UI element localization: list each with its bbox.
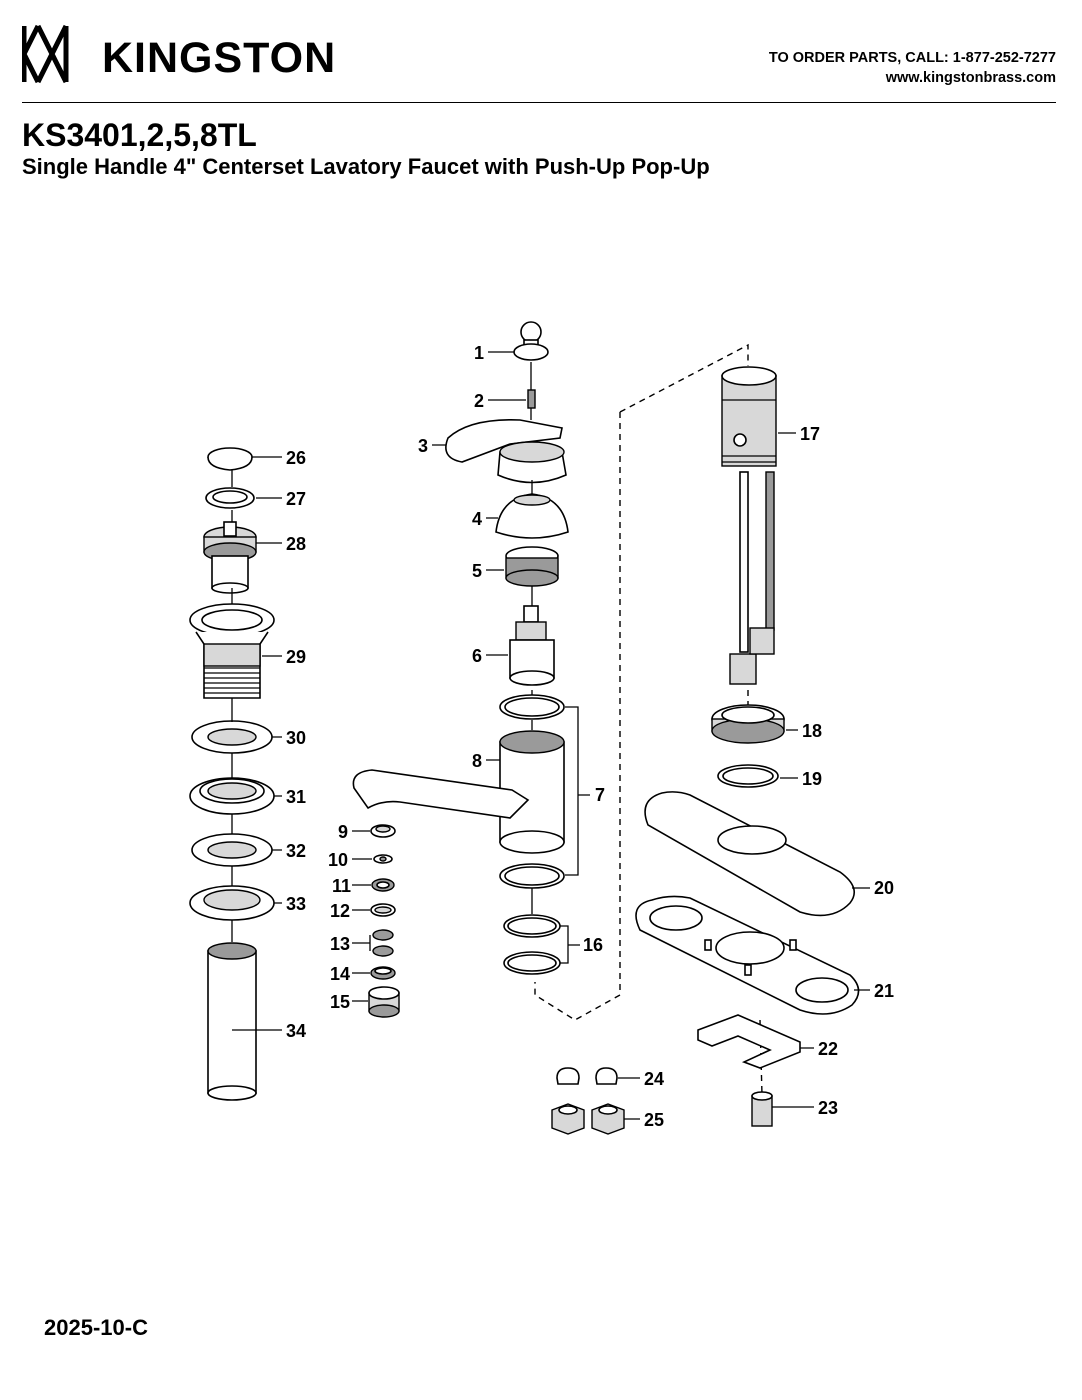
callout-19: 19 xyxy=(802,769,822,789)
callout-34: 34 xyxy=(286,1021,306,1041)
part-25-nuts xyxy=(551,1103,625,1135)
callout-1: 1 xyxy=(474,343,484,363)
part-13-screens xyxy=(372,929,394,957)
part-10-washer xyxy=(373,854,393,864)
part-11-screen xyxy=(371,878,395,892)
callout-5: 5 xyxy=(472,561,482,581)
document-code: 2025-10-C xyxy=(44,1315,148,1340)
part-24-ferrules xyxy=(556,1067,618,1085)
callout-16: 16 xyxy=(583,935,603,955)
callout-31: 31 xyxy=(286,787,306,807)
part-34-tailpiece xyxy=(207,942,257,1101)
part-33-nut xyxy=(189,885,275,921)
callout-33: 33 xyxy=(286,894,306,914)
callout-21: 21 xyxy=(874,981,894,1001)
part-30-washer xyxy=(191,720,273,754)
part-7-oring-top xyxy=(499,694,565,720)
callout-13: 13 xyxy=(330,934,350,954)
part-15-aerator-body xyxy=(368,986,400,1018)
part-8-spout-body xyxy=(352,730,565,854)
leader-lines xyxy=(232,351,870,1120)
callout-29: 29 xyxy=(286,647,306,667)
part-17-valve-body xyxy=(721,366,777,685)
part-1-handle-knob xyxy=(513,321,549,361)
callout-28: 28 xyxy=(286,534,306,554)
callout-22: 22 xyxy=(818,1039,838,1059)
part-2-set-screw xyxy=(527,389,536,409)
part-16-orings xyxy=(503,914,561,975)
part-9-aerator-washer xyxy=(370,824,396,838)
callout-15: 15 xyxy=(330,992,350,1012)
part-29-drain-flange xyxy=(189,603,275,699)
model-number: KS3401,2,5,8TL xyxy=(22,117,257,153)
callout-11: 11 xyxy=(332,876,351,896)
callout-23: 23 xyxy=(818,1098,838,1118)
product-description: Single Handle 4" Centerset Lavatory Fauc… xyxy=(22,154,710,179)
callout-26: 26 xyxy=(286,448,306,468)
callout-2: 2 xyxy=(474,391,484,411)
callout-8: 8 xyxy=(472,751,482,771)
part-7-oring-bottom xyxy=(499,863,565,889)
part-18-mounting-nut xyxy=(711,704,785,744)
callout-4: 4 xyxy=(472,509,482,529)
part-21-gasket xyxy=(635,895,860,1015)
part-20-escutcheon xyxy=(644,791,856,917)
part-14-housing xyxy=(370,966,396,980)
callout-24: 24 xyxy=(644,1069,664,1089)
part-28-stopper-body xyxy=(203,521,257,594)
part-31-gasket xyxy=(189,777,275,815)
part-3-lever-handle xyxy=(445,419,567,484)
order-phone[interactable]: TO ORDER PARTS, CALL: 1-877-252-7277 xyxy=(768,50,1056,66)
callout-10: 10 xyxy=(328,850,348,870)
part-27-ring xyxy=(205,487,255,509)
part-4-dome-cap xyxy=(495,493,569,539)
part-12-ring xyxy=(370,903,396,917)
part-23-coupling-nut xyxy=(751,1091,773,1127)
callout-7: 7 xyxy=(595,785,605,805)
callout-30: 30 xyxy=(286,728,306,748)
part-6-cartridge xyxy=(509,605,555,686)
callout-9: 9 xyxy=(338,822,348,842)
callout-25: 25 xyxy=(644,1110,664,1130)
header-divider xyxy=(22,102,1056,103)
kingston-logo-icon xyxy=(22,24,69,84)
callout-18: 18 xyxy=(802,721,822,741)
part-26-cap xyxy=(207,447,253,471)
callout-20: 20 xyxy=(874,878,894,898)
part-32-washer xyxy=(191,833,273,867)
callout-14: 14 xyxy=(330,964,350,984)
assembly-dashed-outline xyxy=(534,343,749,1021)
callout-27: 27 xyxy=(286,489,306,509)
part-5-bonnet-nut xyxy=(505,546,559,587)
part-22-bracket xyxy=(697,1014,801,1069)
brand-name: KINGSTON xyxy=(102,34,337,82)
part-19-washer xyxy=(717,764,779,788)
callout-6: 6 xyxy=(472,646,482,666)
website-link[interactable]: www.kingstonbrass.com xyxy=(885,70,1056,86)
contact-info: TO ORDER PARTS, CALL: 1-877-252-7277 www… xyxy=(769,48,1056,88)
callout-12: 12 xyxy=(330,901,350,921)
callout-3: 3 xyxy=(418,436,428,456)
callout-labels: 1 2 3 4 5 6 7 8 9 10 11 12 13 14 15 16 1… xyxy=(286,343,894,1130)
callout-17: 17 xyxy=(800,424,820,444)
callout-32: 32 xyxy=(286,841,306,861)
